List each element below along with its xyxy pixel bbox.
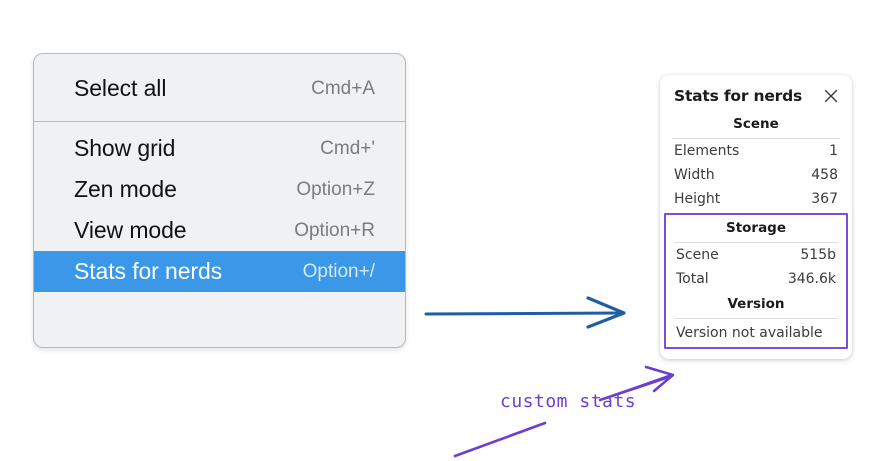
menu-item-label: Select all — [74, 75, 167, 101]
menu-item-select-all[interactable]: Select all Cmd+A — [34, 68, 405, 109]
stats-row-value: Version not available — [676, 325, 823, 341]
stats-row-key: Scene — [676, 247, 719, 263]
menu-item-shortcut: Option+/ — [302, 260, 375, 282]
custom-stats-highlight-box: Storage Scene 515b Total 346.6k Version … — [664, 213, 848, 349]
menu-group-2: Show grid Cmd+' Zen mode Option+Z View m… — [34, 122, 405, 298]
custom-stats-annotation-label: custom stats — [500, 391, 637, 412]
stats-row-key: Height — [674, 191, 721, 207]
stats-for-nerds-panel: Stats for nerds Scene Elements 1 Width 4… — [660, 75, 852, 359]
stats-row-value: 1 — [829, 143, 838, 159]
stats-row-storage-total: Total 346.6k — [666, 267, 846, 291]
menu-item-shortcut: Cmd+' — [320, 137, 375, 159]
purple-underline-annotation — [453, 421, 547, 458]
section-heading-scene: Scene — [733, 116, 779, 132]
stats-row-value: 515b — [800, 247, 836, 263]
stats-row-key: Width — [674, 167, 715, 183]
menu-item-view-mode[interactable]: View mode Option+R — [34, 210, 405, 251]
menu-item-zen-mode[interactable]: Zen mode Option+Z — [34, 169, 405, 210]
stats-row-key: Total — [676, 271, 709, 287]
stats-panel-title: Stats for nerds — [674, 87, 803, 105]
stats-row-width: Width 458 — [660, 163, 852, 187]
menu-item-label: Show grid — [74, 135, 176, 161]
stats-row-key: Elements — [674, 143, 740, 159]
divider — [672, 138, 840, 139]
menu-item-show-grid[interactable]: Show grid Cmd+' — [34, 128, 405, 169]
menu-item-label: View mode — [74, 217, 187, 243]
stats-row-value: 346.6k — [787, 271, 836, 287]
stats-row-height: Height 367 — [660, 187, 852, 211]
menu-item-label: Zen mode — [74, 176, 177, 202]
stats-row-value: 458 — [811, 167, 838, 183]
stats-panel-header: Stats for nerds — [660, 85, 852, 111]
menu-item-stats-for-nerds[interactable]: Stats for nerds Option+/ — [34, 251, 405, 292]
stats-row-storage-scene: Scene 515b — [666, 243, 846, 267]
menu-separator — [34, 121, 405, 122]
divider — [674, 318, 838, 319]
menu-item-shortcut: Cmd+A — [311, 77, 375, 99]
menu-item-shortcut: Option+R — [294, 219, 375, 241]
menu-group-1: Select all Cmd+A — [34, 54, 405, 121]
stats-row-version: Version not available — [666, 319, 846, 345]
section-heading-version: Version — [727, 296, 785, 312]
context-menu: Select all Cmd+A Show grid Cmd+' Zen mod… — [33, 53, 406, 348]
menu-item-shortcut: Option+Z — [296, 178, 375, 200]
blue-arrow-annotation — [424, 296, 626, 329]
stats-row-value: 367 — [811, 191, 838, 207]
menu-item-label: Stats for nerds — [74, 258, 223, 284]
section-heading-storage: Storage — [725, 220, 787, 236]
divider — [674, 242, 838, 243]
stats-panel-body: Scene Elements 1 Width 458 Height 367 St… — [660, 111, 852, 349]
stats-row-elements: Elements 1 — [660, 139, 852, 163]
close-icon[interactable] — [822, 87, 840, 105]
